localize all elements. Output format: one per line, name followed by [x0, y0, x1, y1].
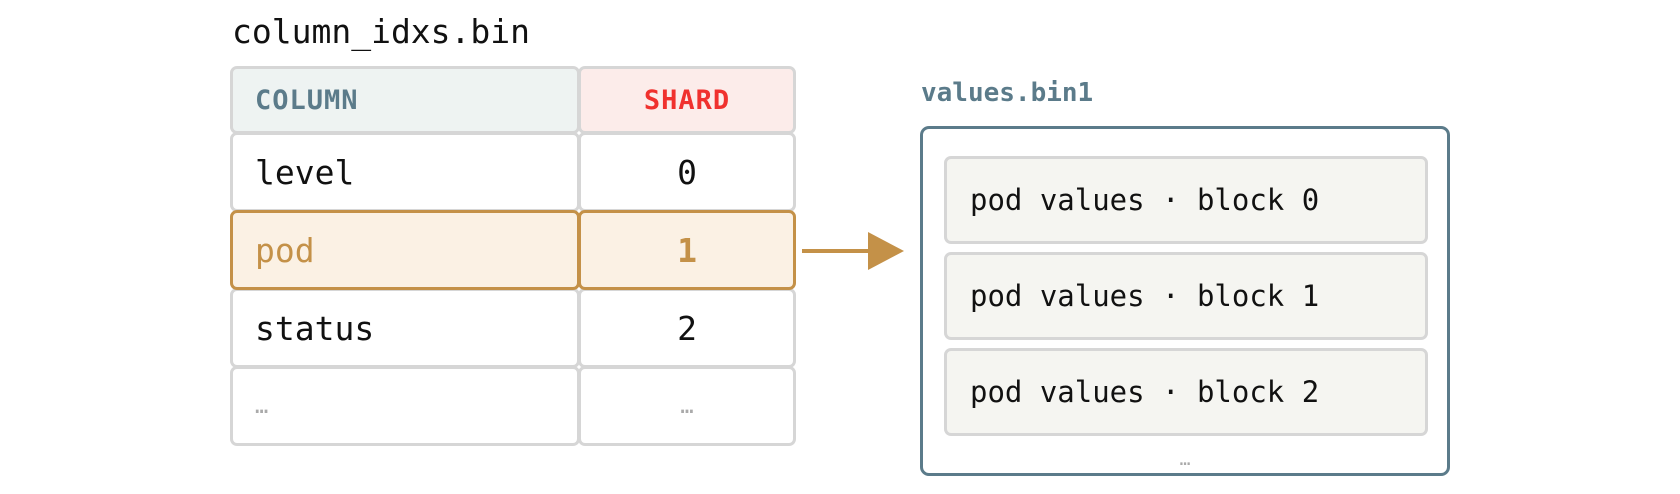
- column-header: COLUMN: [230, 66, 580, 134]
- table-row-shard-cell: 2: [578, 288, 796, 368]
- highlighted-row-column-cell: pod: [230, 210, 580, 290]
- index-file-title: column_idxs.bin: [232, 12, 531, 51]
- table-row-column-cell: status: [230, 288, 580, 368]
- value-block: pod values · block 1: [944, 252, 1428, 340]
- more-blocks-ellipsis: …: [1179, 449, 1191, 470]
- table-row-column-cell: level: [230, 132, 580, 212]
- highlighted-row-shard-cell: 1: [578, 210, 796, 290]
- value-block: pod values · block 2: [944, 348, 1428, 436]
- shard-header: SHARD: [578, 66, 796, 134]
- table-row-shard-cell: …: [578, 366, 796, 446]
- value-block: pod values · block 0: [944, 156, 1428, 244]
- table-row-shard-cell: 0: [578, 132, 796, 212]
- table-row-column-cell: …: [230, 366, 580, 446]
- values-file-title: values.bin1: [921, 78, 1094, 108]
- arrow-right-icon: [802, 232, 904, 270]
